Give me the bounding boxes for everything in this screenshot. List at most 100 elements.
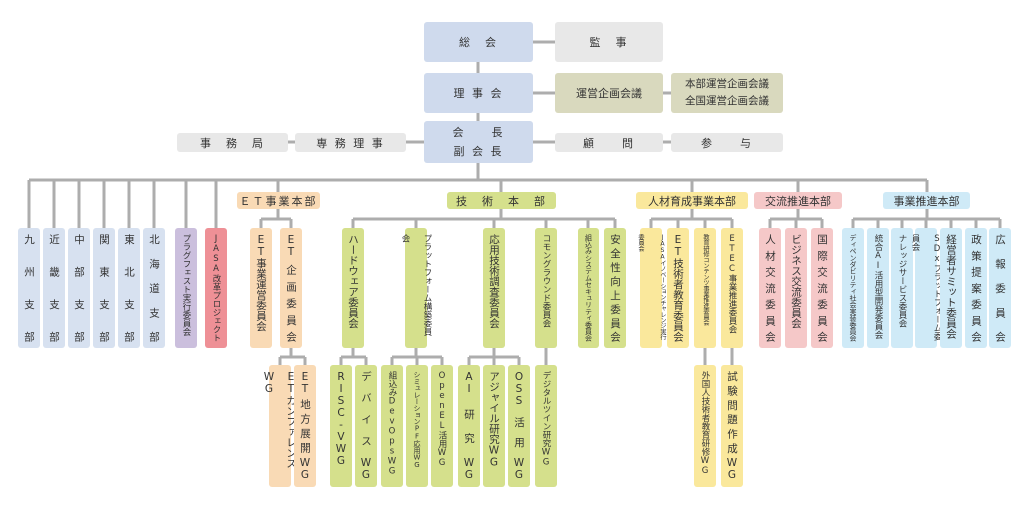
counselor: 参 与 bbox=[671, 133, 783, 152]
label: OSS活用WG bbox=[513, 371, 525, 481]
agile-research-wg: アジャイル研究WG bbox=[483, 365, 505, 487]
label: プラットフォーム構築委員会 bbox=[400, 234, 432, 336]
president-vice-president: 会 長副 会 長 bbox=[424, 121, 533, 163]
branch-chubu: 中部支部 bbox=[68, 228, 90, 348]
hr-hq-header: 人材育成事業本部 bbox=[636, 192, 748, 209]
common-ground-committee: コモングラウンド委員会 bbox=[535, 228, 557, 348]
label: 関東支部 bbox=[98, 234, 110, 342]
label: JASA改革プロジェクト bbox=[211, 234, 221, 342]
secretariat: 事 務 局 bbox=[177, 133, 288, 152]
label: 理 事 会 bbox=[453, 87, 504, 100]
label: ハードウェア委員会 bbox=[347, 234, 359, 329]
talent-exchange-committee: 人材交流委員会 bbox=[759, 228, 781, 348]
device-wg: デバイスWG bbox=[355, 365, 377, 487]
label: シミュレーションPF応用WG bbox=[413, 371, 421, 469]
label: ビジネス交流委員会 bbox=[790, 234, 802, 329]
digital-twin-wg: デジタルツイン研究WG bbox=[535, 365, 557, 487]
label: 東北支部 bbox=[123, 234, 135, 342]
branch-kanto: 関東支部 bbox=[93, 228, 115, 348]
branch-kyushu: 九州支部 bbox=[18, 228, 40, 348]
policy-proposal-committee: 政策提案委員会 bbox=[965, 228, 987, 348]
vice-president-label: 副 会 長 bbox=[453, 145, 504, 158]
etec-committee: ETEC事業推進委員会 bbox=[721, 228, 743, 348]
et-conference-wg: ETカンファレンスWG bbox=[263, 365, 297, 487]
label: 応用技術調査委員会 bbox=[488, 234, 500, 329]
label: ET地方展開WG bbox=[299, 371, 311, 481]
label: 専 務 理 事 bbox=[316, 136, 385, 150]
branch-tohoku: 東北支部 bbox=[118, 228, 140, 348]
hq-meeting-label: 本部運営企画会議 bbox=[685, 78, 769, 90]
devops-wg: 組込みDevOpsWG bbox=[381, 365, 403, 487]
label: 人材育成事業本部 bbox=[648, 194, 736, 208]
branch-hokkaido: 北海道支部 bbox=[143, 228, 165, 348]
plugfest-committee: プラグフェスト実行委員会 bbox=[175, 228, 197, 348]
label: 組込みシステムセキュリティ委員会 bbox=[584, 234, 593, 342]
label: ETEC事業推進委員会 bbox=[727, 234, 737, 334]
et-engineer-education-committee: ET技術者教育委員会 bbox=[667, 228, 689, 348]
label: ディペンダビリティ社会実装委員会 bbox=[849, 234, 857, 342]
business-exchange-committee: ビジネス交流委員会 bbox=[785, 228, 807, 348]
ai-development-committee: 統合AI活用型開発委員会 bbox=[867, 228, 889, 348]
foreign-engineer-wg: 外国人技術者教育研修WG bbox=[694, 365, 716, 487]
label: アジャイル研究WG bbox=[488, 371, 500, 469]
et-planning-committee: ET企画委員会 bbox=[280, 228, 302, 348]
safety-committee: 安全性向上委員会 bbox=[604, 228, 626, 348]
label: 教育研修コンテンツ事業推進委員会 bbox=[702, 234, 709, 326]
exchange-hq-header: 交流推進本部 bbox=[754, 192, 842, 209]
label: 総 会 bbox=[459, 36, 498, 49]
exam-creation-wg: 試験問題作成WG bbox=[721, 365, 743, 487]
pr-committee: 広報委員会 bbox=[989, 228, 1011, 348]
openel-wg: OpenEL活用WG bbox=[431, 365, 453, 487]
label: 運営企画会議 bbox=[576, 87, 642, 100]
label: ＥＴ事業本部 bbox=[239, 194, 318, 208]
management-planning-meeting: 運営企画会議 bbox=[555, 73, 663, 113]
board-of-directors: 理 事 会 bbox=[424, 73, 533, 113]
et-regional-wg: ET地方展開WG bbox=[294, 365, 316, 487]
dependability-committee: ディペンダビリティ社会実装委員会 bbox=[842, 228, 864, 348]
label: 人材交流委員会 bbox=[764, 234, 776, 342]
label: 事 務 局 bbox=[200, 136, 265, 150]
label: 監 事 bbox=[589, 36, 629, 49]
label: コモングラウンド委員会 bbox=[541, 234, 551, 328]
executive-summit-committee: 経営者サミット委員会 bbox=[940, 228, 962, 348]
label: JASAイノベーションチャレンジ実行委員会 bbox=[637, 234, 666, 340]
branch-kinki: 近畿支部 bbox=[43, 228, 65, 348]
label: ET企画委員会 bbox=[285, 234, 297, 342]
et-hq-header: ＥＴ事業本部 bbox=[237, 192, 320, 209]
label: プラグフェスト実行委員会 bbox=[181, 234, 191, 336]
security-committee: 組込みシステムセキュリティ委員会 bbox=[578, 228, 599, 348]
label: 政策提案委員会 bbox=[970, 234, 982, 342]
international-exchange-committee: 国際交流委員会 bbox=[811, 228, 833, 348]
platform-committee: プラットフォーム構築委員会 bbox=[400, 228, 432, 348]
biz-hq-header: 事業推進本部 bbox=[883, 192, 970, 209]
label: RISC-VWG bbox=[335, 371, 347, 467]
label: ET事業運営委員会 bbox=[255, 234, 267, 332]
hq-national-meetings: 本部運営企画会議全国運営企画会議 bbox=[671, 73, 783, 113]
label: 九州支部 bbox=[23, 234, 35, 342]
executive-director: 専 務 理 事 bbox=[295, 133, 406, 152]
label: 中部支部 bbox=[73, 234, 85, 342]
oss-wg: OSS活用WG bbox=[508, 365, 530, 487]
label: 近畿支部 bbox=[48, 234, 60, 342]
label: 試験問題作成WG bbox=[726, 371, 738, 481]
label: 技 術 本 部 bbox=[456, 194, 547, 208]
label: 参 与 bbox=[701, 136, 753, 150]
label: 外国人技術者教育研修WG bbox=[700, 371, 710, 476]
label: デバイスWG bbox=[360, 371, 372, 481]
label: 交流推進本部 bbox=[765, 194, 831, 208]
label: ET技術者教育委員会 bbox=[672, 234, 684, 342]
simulation-pf-wg: シミュレーションPF応用WG bbox=[406, 365, 428, 487]
label: AI研究WG bbox=[463, 371, 475, 481]
risc-v-wg: RISC-VWG bbox=[330, 365, 352, 487]
label: 顧 問 bbox=[583, 136, 635, 150]
advisor: 顧 問 bbox=[555, 133, 663, 152]
national-meeting-label: 全国運営企画会議 bbox=[685, 95, 769, 107]
knowledge-service-committee: ナレッジサービス委員会 bbox=[891, 228, 913, 348]
label: 組込みDevOpsWG bbox=[387, 371, 397, 477]
label: デジタルツイン研究WG bbox=[541, 371, 551, 468]
label: 安全性向上委員会 bbox=[609, 234, 621, 342]
label: 広報委員会 bbox=[994, 234, 1006, 342]
innovation-challenge-committee: JASAイノベーションチャレンジ実行委員会 bbox=[637, 228, 666, 348]
education-content-committee: 教育研修コンテンツ事業推進委員会 bbox=[694, 228, 716, 348]
